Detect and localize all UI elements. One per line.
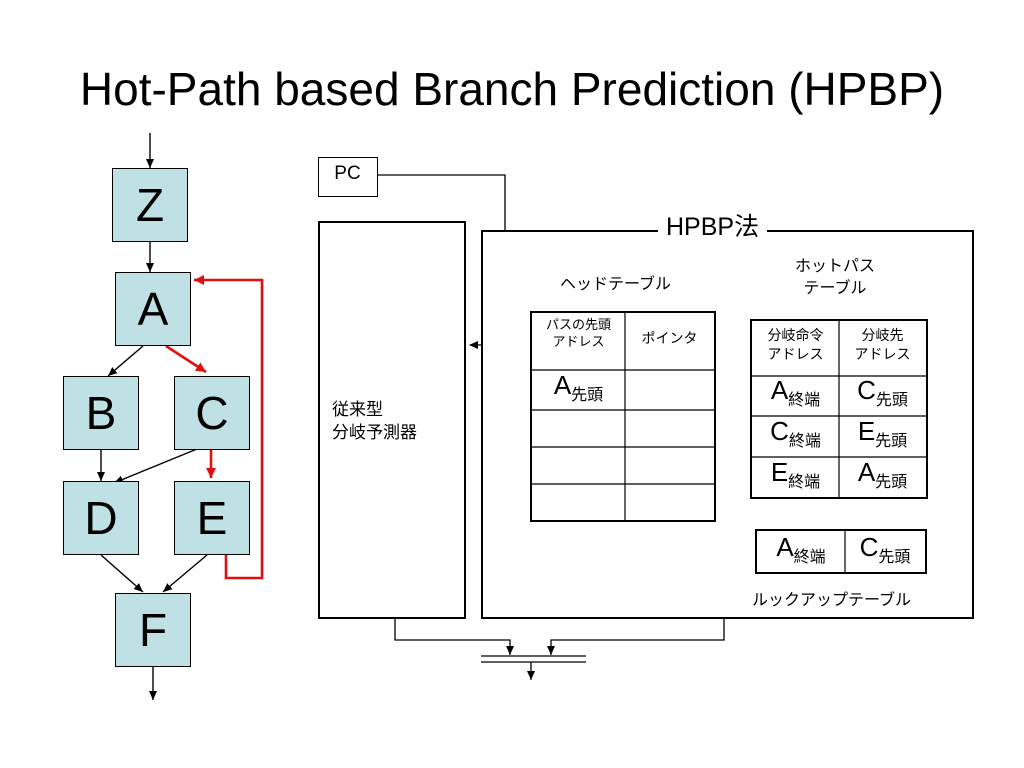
cfg-node-f: F [115, 593, 191, 667]
conventional-predictor-box: 従来型 分岐予測器 [318, 221, 466, 619]
hotpath-cell-r0-c1: C先頭 [857, 375, 908, 409]
edge-c-d [113, 448, 198, 484]
hpbp-label: HPBP法 [658, 212, 768, 244]
edge-hot-a-c [165, 344, 207, 374]
hotpath-cell-r1-c1: E先頭 [857, 416, 908, 450]
head-table-header-path-start: パスの先頭 アドレス [545, 318, 611, 350]
head-table-grid [532, 313, 714, 520]
head-table-header-pointer: ポインタ [641, 331, 698, 347]
cfg-node-a: A [115, 272, 191, 346]
cfg-node-b: B [63, 376, 139, 450]
head-table-title: ヘッドテーブル [560, 274, 672, 293]
page-title: Hot-Path based Branch Prediction (HPBP) [79, 63, 945, 115]
hotpath-cell-r2-c1: A先頭 [857, 457, 908, 491]
hotpath-table-grid [752, 321, 926, 497]
cfg-node-z: Z [112, 168, 188, 242]
edge-e-f [162, 554, 208, 593]
hotpath-header-branch-address: 分岐命令 アドレス [767, 328, 824, 363]
pc-label: PC [334, 163, 361, 184]
lookup-table-title: ルックアップテーブル [752, 590, 912, 609]
lookup-table: A終端 C先頭 [755, 529, 927, 574]
wire-hpbp-mux [547, 618, 725, 655]
hotpath-table-title: ホットパス テーブル [794, 256, 875, 297]
edge-a-b [107, 345, 144, 377]
hotpath-cell-r0-c0: A終端 [770, 375, 821, 409]
lookup-table-grid [844, 531, 846, 572]
hotpath-cell-r2-c0: E終端 [770, 457, 821, 491]
cfg-node-d: D [63, 481, 139, 555]
head-table: パスの先頭 アドレス ポインタ A先頭 [530, 311, 716, 522]
head-table-cell-a-start: A先頭 [553, 370, 604, 404]
wire-predictor-mux [394, 618, 514, 655]
hotpath-table: 分岐命令 アドレス 分岐先 アドレス A終端 C先頭 C終端 E先頭 E終端 A… [750, 319, 928, 499]
pc-box: PC [318, 157, 378, 197]
cfg-node-c: C [174, 376, 250, 450]
hotpath-header-target-address: 分岐先 アドレス [854, 328, 911, 363]
hotpath-cell-r1-c0: C終端 [770, 416, 821, 450]
lookup-cell-target: C先頭 [859, 532, 911, 566]
lookup-cell-branch: A終端 [776, 532, 826, 566]
edge-hot-e-a-loop [194, 275, 264, 580]
conventional-predictor-label: 従来型 分岐予測器 [332, 400, 417, 443]
cfg-node-e: E [174, 481, 250, 555]
edge-d-f [100, 554, 144, 593]
